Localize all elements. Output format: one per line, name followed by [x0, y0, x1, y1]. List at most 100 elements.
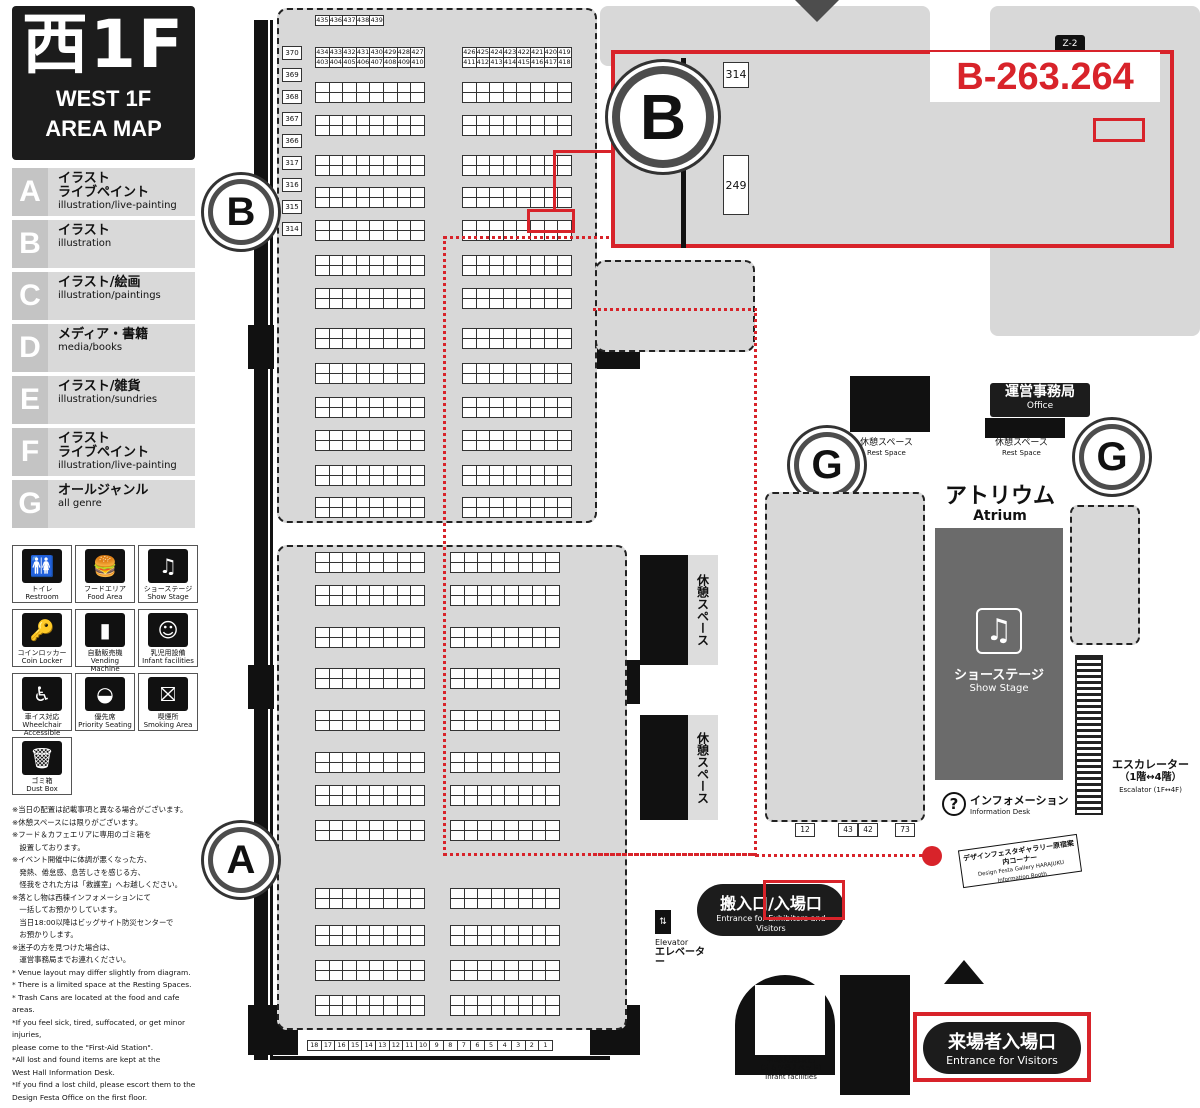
booth-cell[interactable]: [396, 762, 412, 773]
booth-cell[interactable]: [342, 338, 357, 349]
booth-314[interactable]: 314: [282, 222, 302, 236]
booth-11[interactable]: 11: [402, 1040, 417, 1051]
booth-cell[interactable]: [342, 197, 357, 208]
booth-cell[interactable]: [328, 338, 344, 349]
booth-410[interactable]: 410: [410, 57, 425, 68]
booth-cell[interactable]: [355, 595, 371, 606]
booth-cell[interactable]: [382, 507, 398, 518]
booth-cell[interactable]: [342, 265, 357, 276]
booth-403[interactable]: 403: [315, 57, 330, 68]
booth-cell[interactable]: [557, 338, 572, 349]
booth-cell[interactable]: [545, 970, 560, 981]
booth-435[interactable]: 435: [315, 15, 330, 26]
booth-cell[interactable]: [396, 125, 412, 136]
booth-cell[interactable]: [396, 165, 412, 176]
booth-cell[interactable]: [355, 637, 371, 648]
booth-6[interactable]: 6: [470, 1040, 485, 1051]
booth-cell[interactable]: [396, 197, 412, 208]
booth-cell[interactable]: [328, 935, 344, 946]
booth-cell[interactable]: [315, 762, 330, 773]
booth-cell[interactable]: [396, 562, 412, 573]
booth-cell[interactable]: [369, 407, 384, 418]
booth-cell[interactable]: [396, 595, 412, 606]
booth-cell[interactable]: [328, 507, 344, 518]
booth-cell[interactable]: [410, 762, 425, 773]
booth-411[interactable]: 411: [462, 57, 477, 68]
booth-3[interactable]: 3: [510, 1040, 526, 1051]
booth-cell[interactable]: [369, 230, 384, 241]
booth-413[interactable]: 413: [489, 57, 504, 68]
booth-409[interactable]: 409: [396, 57, 412, 68]
booth-cell[interactable]: [369, 562, 384, 573]
entrance-visitors[interactable]: 来場者入場口 Entrance for Visitors: [913, 1012, 1091, 1082]
booth-cell[interactable]: [342, 562, 357, 573]
booth-cell[interactable]: [342, 440, 357, 451]
booth-cell[interactable]: [342, 373, 357, 384]
booth-cell[interactable]: [396, 795, 412, 806]
booth-cell[interactable]: [328, 298, 344, 309]
booth-cell[interactable]: [557, 298, 572, 309]
booth-cell[interactable]: [410, 637, 425, 648]
booth-cell[interactable]: [450, 935, 465, 946]
booth-5[interactable]: 5: [483, 1040, 499, 1051]
booth-cell[interactable]: [315, 562, 330, 573]
booth-cell[interactable]: [328, 970, 344, 981]
booth-cell[interactable]: [355, 970, 371, 981]
booth-cell[interactable]: [342, 475, 357, 486]
booth-cell[interactable]: [396, 440, 412, 451]
booth-cell[interactable]: [477, 898, 492, 909]
booth-cell[interactable]: [396, 1005, 412, 1016]
booth-cell[interactable]: [502, 125, 518, 136]
booth-cell[interactable]: [396, 407, 412, 418]
booth-cell[interactable]: [342, 762, 357, 773]
booth-cell[interactable]: [396, 298, 412, 309]
booth-cell[interactable]: [355, 373, 371, 384]
booth-cell[interactable]: [328, 595, 344, 606]
booth-cell[interactable]: [315, 507, 330, 518]
booth-cell[interactable]: [369, 338, 384, 349]
booth-cell[interactable]: [328, 125, 344, 136]
booth-cell[interactable]: [369, 935, 384, 946]
booth-412[interactable]: 412: [475, 57, 491, 68]
booth-cell[interactable]: [369, 762, 384, 773]
booth-cell[interactable]: [396, 475, 412, 486]
booth-cell[interactable]: [410, 562, 425, 573]
booth-cell[interactable]: [382, 440, 398, 451]
booth-cell[interactable]: [557, 265, 572, 276]
booth-cell[interactable]: [315, 92, 330, 103]
booth-g-42[interactable]: 42: [858, 823, 878, 837]
booth-cell[interactable]: [477, 935, 492, 946]
booth-highlight-small[interactable]: [527, 209, 575, 233]
booth-cell[interactable]: [382, 373, 398, 384]
booth-cell[interactable]: [545, 1005, 560, 1016]
booth-cell[interactable]: [355, 720, 371, 731]
booth-cell[interactable]: [315, 795, 330, 806]
booth-cell[interactable]: [342, 507, 357, 518]
booth-cell[interactable]: [396, 338, 412, 349]
booth-cell[interactable]: [490, 1005, 506, 1016]
booth-cell[interactable]: [463, 898, 479, 909]
booth-cell[interactable]: [504, 970, 519, 981]
booth-cell[interactable]: [410, 230, 425, 241]
booth-cell[interactable]: [328, 720, 344, 731]
booth-cell[interactable]: [545, 762, 560, 773]
booth-cell[interactable]: [355, 125, 371, 136]
booth-cell[interactable]: [369, 125, 384, 136]
booth-cell[interactable]: [531, 970, 547, 981]
booth-cell[interactable]: [315, 440, 330, 451]
booth-cell[interactable]: [557, 373, 572, 384]
booth-9[interactable]: 9: [429, 1040, 444, 1051]
booth-cell[interactable]: [355, 165, 371, 176]
booth-cell[interactable]: [557, 125, 572, 136]
booth-cell[interactable]: [517, 970, 533, 981]
booth-g-73[interactable]: 73: [895, 823, 915, 837]
booth-408[interactable]: 408: [382, 57, 398, 68]
booth-cell[interactable]: [462, 125, 477, 136]
booth-cell[interactable]: [462, 197, 477, 208]
booth-cell[interactable]: [369, 970, 384, 981]
booth-cell[interactable]: [545, 830, 560, 841]
booth-cell[interactable]: [396, 898, 412, 909]
booth-cell[interactable]: [396, 373, 412, 384]
booth-436[interactable]: 436: [328, 15, 344, 26]
booth-cell[interactable]: [477, 1005, 492, 1016]
